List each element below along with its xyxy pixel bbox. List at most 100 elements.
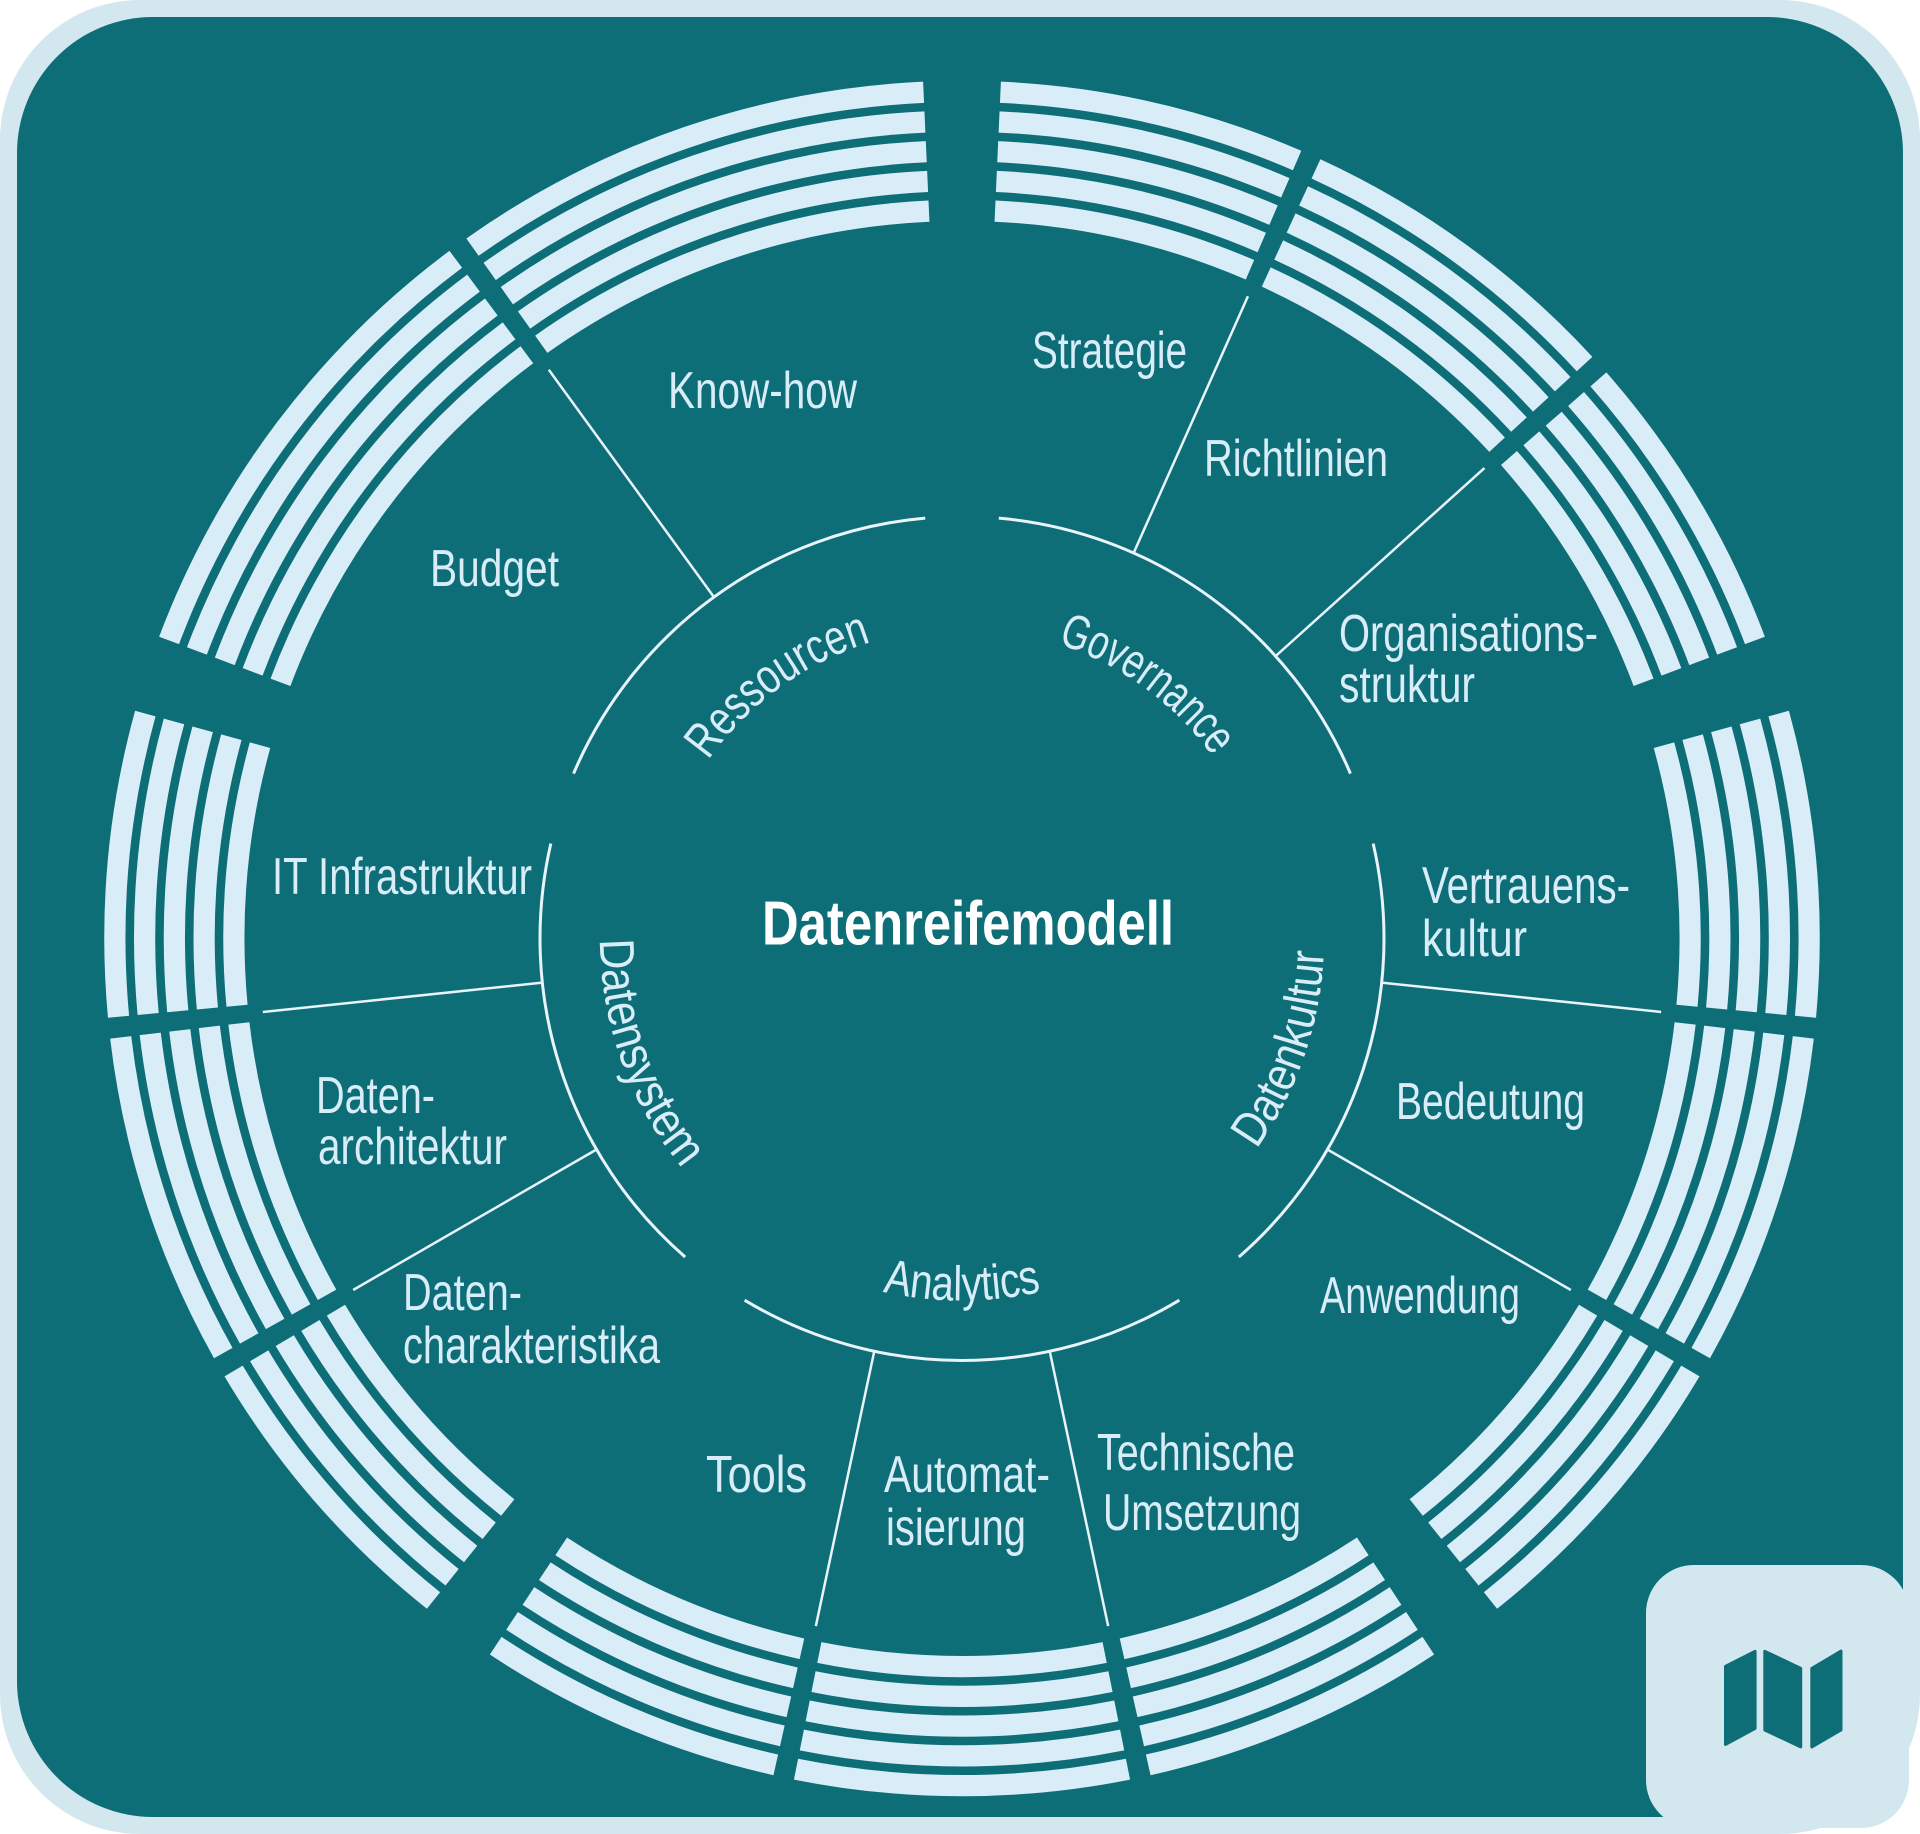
teal-panel [17,17,1903,1817]
maturity-stripe-vertrauenskultur-level-1 [1653,742,1701,1007]
maturity-stripe-organisationsstruktur-level-5 [1590,372,1765,645]
inner-circle-arc-datensystem [538,843,687,1259]
sub-label-vertrauenskultur: Vertrauens-kultur [1422,857,1630,968]
divider-bedeutung-anwendung [1326,1148,1572,1292]
divider-automatisierung-tools [814,1351,876,1627]
maturity-stripe-datenarchitektur-level-5 [110,1036,233,1359]
maturity-stripe-it-infrastruktur-level-3 [163,726,213,1013]
maturity-stripe-bedeutung-level-2 [1613,1025,1726,1315]
maturity-stripe-it-infrastruktur-level-2 [193,734,242,1010]
maturity-stripe-anwendung-level-1 [1409,1304,1598,1516]
diagram-title: Datenreifemodell [762,890,1174,959]
maturity-stripe-datenarchitektur-level-3 [169,1029,285,1330]
maturity-stripe-budget-level-2 [242,322,516,676]
maturity-stripe-vertrauenskultur-level-3 [1711,726,1761,1013]
maturity-stripe-tools-level-2 [538,1562,798,1689]
maturity-stripe-strategie-level-2 [995,170,1266,253]
sub-label-know-how: Know-how [668,362,857,420]
maturity-stripe-datenarchitektur-level-1 [228,1022,337,1301]
maturity-stripe-budget-level-5 [159,250,463,645]
sector-governance: GovernanceStrategieRichtlinienOrganisati… [994,81,1765,775]
maturity-stripe-budget-level-1 [270,346,534,687]
maturity-stripe-automatisierung-level-5 [793,1758,1131,1797]
sub-label-richtlinien: Richtlinien [1204,430,1388,488]
maturity-stripe-organisationsstruktur-level-1 [1501,450,1654,687]
maturity-stripe-organisationsstruktur-level-3 [1545,411,1710,666]
maturity-stripe-tools-level-5 [489,1636,779,1776]
maturity-stripe-datencharakteristika-level-4 [250,1350,459,1586]
sub-label-tools: Tools [706,1446,807,1504]
maturity-stripe-vertrauenskultur-level-2 [1682,734,1731,1010]
maturity-stripe-it-infrastruktur-level-5 [104,710,156,1018]
sub-label-datencharakteristika: Daten-charakteristika [403,1264,660,1375]
maturity-stripe-technische-umsetzung-level-2 [1126,1562,1386,1689]
divider-datencharakteristika-datenarchitektur [352,1148,598,1292]
maturity-stripe-richtlinien-level-2 [1274,240,1527,432]
maturity-stripe-automatisierung-level-1 [817,1642,1107,1678]
inner-circle-arc-analytics [743,1298,1181,1362]
maturity-stripe-strategie-level-5 [999,81,1302,171]
maturity-stripe-it-infrastruktur-level-4 [134,718,185,1015]
maturity-stripe-richtlinien-level-5 [1311,159,1593,372]
divider-strategie-richtlinien [1132,295,1250,554]
divider-budget-know-how [547,369,715,598]
maturity-stripe-tools-level-3 [522,1587,792,1718]
maturity-stripe-it-infrastruktur-level-1 [223,742,271,1007]
sub-label-strategie: Strategie [1032,322,1187,380]
maturity-stripes-organisationsstruktur [1501,372,1765,687]
divider-technische-umsetzung-automatisierung [1048,1351,1110,1627]
maturity-stripe-bedeutung-level-1 [1587,1022,1696,1301]
maturity-stripe-richtlinien-level-3 [1286,213,1549,412]
maturity-stripe-budget-level-4 [186,274,480,655]
maturity-stripe-technische-umsetzung-level-4 [1139,1612,1418,1747]
maturity-stripes-vertrauenskultur [1653,710,1820,1018]
maturity-stripe-bedeutung-level-3 [1639,1029,1755,1330]
maturity-stripe-know-how-level-1 [535,200,930,353]
maturity-stripe-datencharakteristika-level-2 [301,1320,496,1540]
maturity-stripe-technische-umsetzung-level-1 [1119,1537,1369,1660]
maturity-stripe-automatisierung-level-2 [811,1671,1113,1707]
maturity-stripe-know-how-level-2 [517,170,929,329]
inner-circle-arc-ressourcen [572,516,926,775]
maturity-stripe-vertrauenskultur-level-5 [1768,710,1820,1018]
maturity-stripe-anwendung-level-5 [1483,1365,1700,1609]
maturity-stripes-datencharakteristika [224,1304,515,1609]
maturity-stripe-datencharakteristika-level-5 [224,1365,441,1609]
maturity-stripe-datencharakteristika-level-1 [326,1304,515,1516]
maturity-stripe-know-how-level-3 [500,141,927,305]
maturity-stripe-richtlinien-level-1 [1261,267,1505,452]
maturity-stripes-bedeutung [1587,1022,1814,1359]
maturity-stripe-anwendung-level-4 [1465,1350,1674,1586]
inner-circle-arc-datenkultur [1237,843,1386,1259]
maturity-stripe-bedeutung-level-4 [1665,1032,1785,1344]
maturity-stripes-technische-umsetzung [1119,1537,1435,1776]
sub-label-it-infrastruktur: IT Infrastruktur [272,848,532,906]
maturity-stripes-tools [489,1537,805,1776]
sub-label-organisationsstruktur: Organisations-struktur [1339,605,1598,714]
sub-label-bedeutung: Bedeutung [1396,1073,1585,1131]
maturity-stripe-tools-level-4 [506,1612,785,1747]
maturity-stripes-anwendung [1409,1304,1700,1609]
maturity-stripes-automatisierung [793,1642,1131,1797]
maturity-stripe-strategie-level-1 [994,200,1255,280]
sub-label-budget: Budget [430,540,559,598]
maturity-stripe-automatisierung-level-3 [805,1700,1119,1737]
maturity-stripe-anwendung-level-2 [1428,1320,1623,1540]
maturity-stripes-know-how [466,81,930,353]
maturity-stripes-richtlinien [1261,159,1593,452]
map-icon [1724,1649,1843,1749]
maturity-stripe-budget-level-3 [214,298,498,666]
sub-label-automatisierung: Automat-isierung [884,1446,1050,1557]
maturity-stripe-richtlinien-level-4 [1299,186,1571,392]
maturity-stripes-datenarchitektur [110,1022,337,1359]
divider-richtlinien-organisationsstruktur [1274,467,1486,658]
maturity-stripe-automatisierung-level-4 [799,1729,1125,1767]
maturity-stripe-datenarchitektur-level-4 [139,1032,259,1344]
inner-circle-arc-governance [998,516,1352,775]
maturity-stripe-know-how-level-5 [466,81,925,256]
maturity-stripe-tools-level-1 [555,1537,805,1660]
divider-vertrauenskultur-bedeutung [1381,981,1662,1014]
